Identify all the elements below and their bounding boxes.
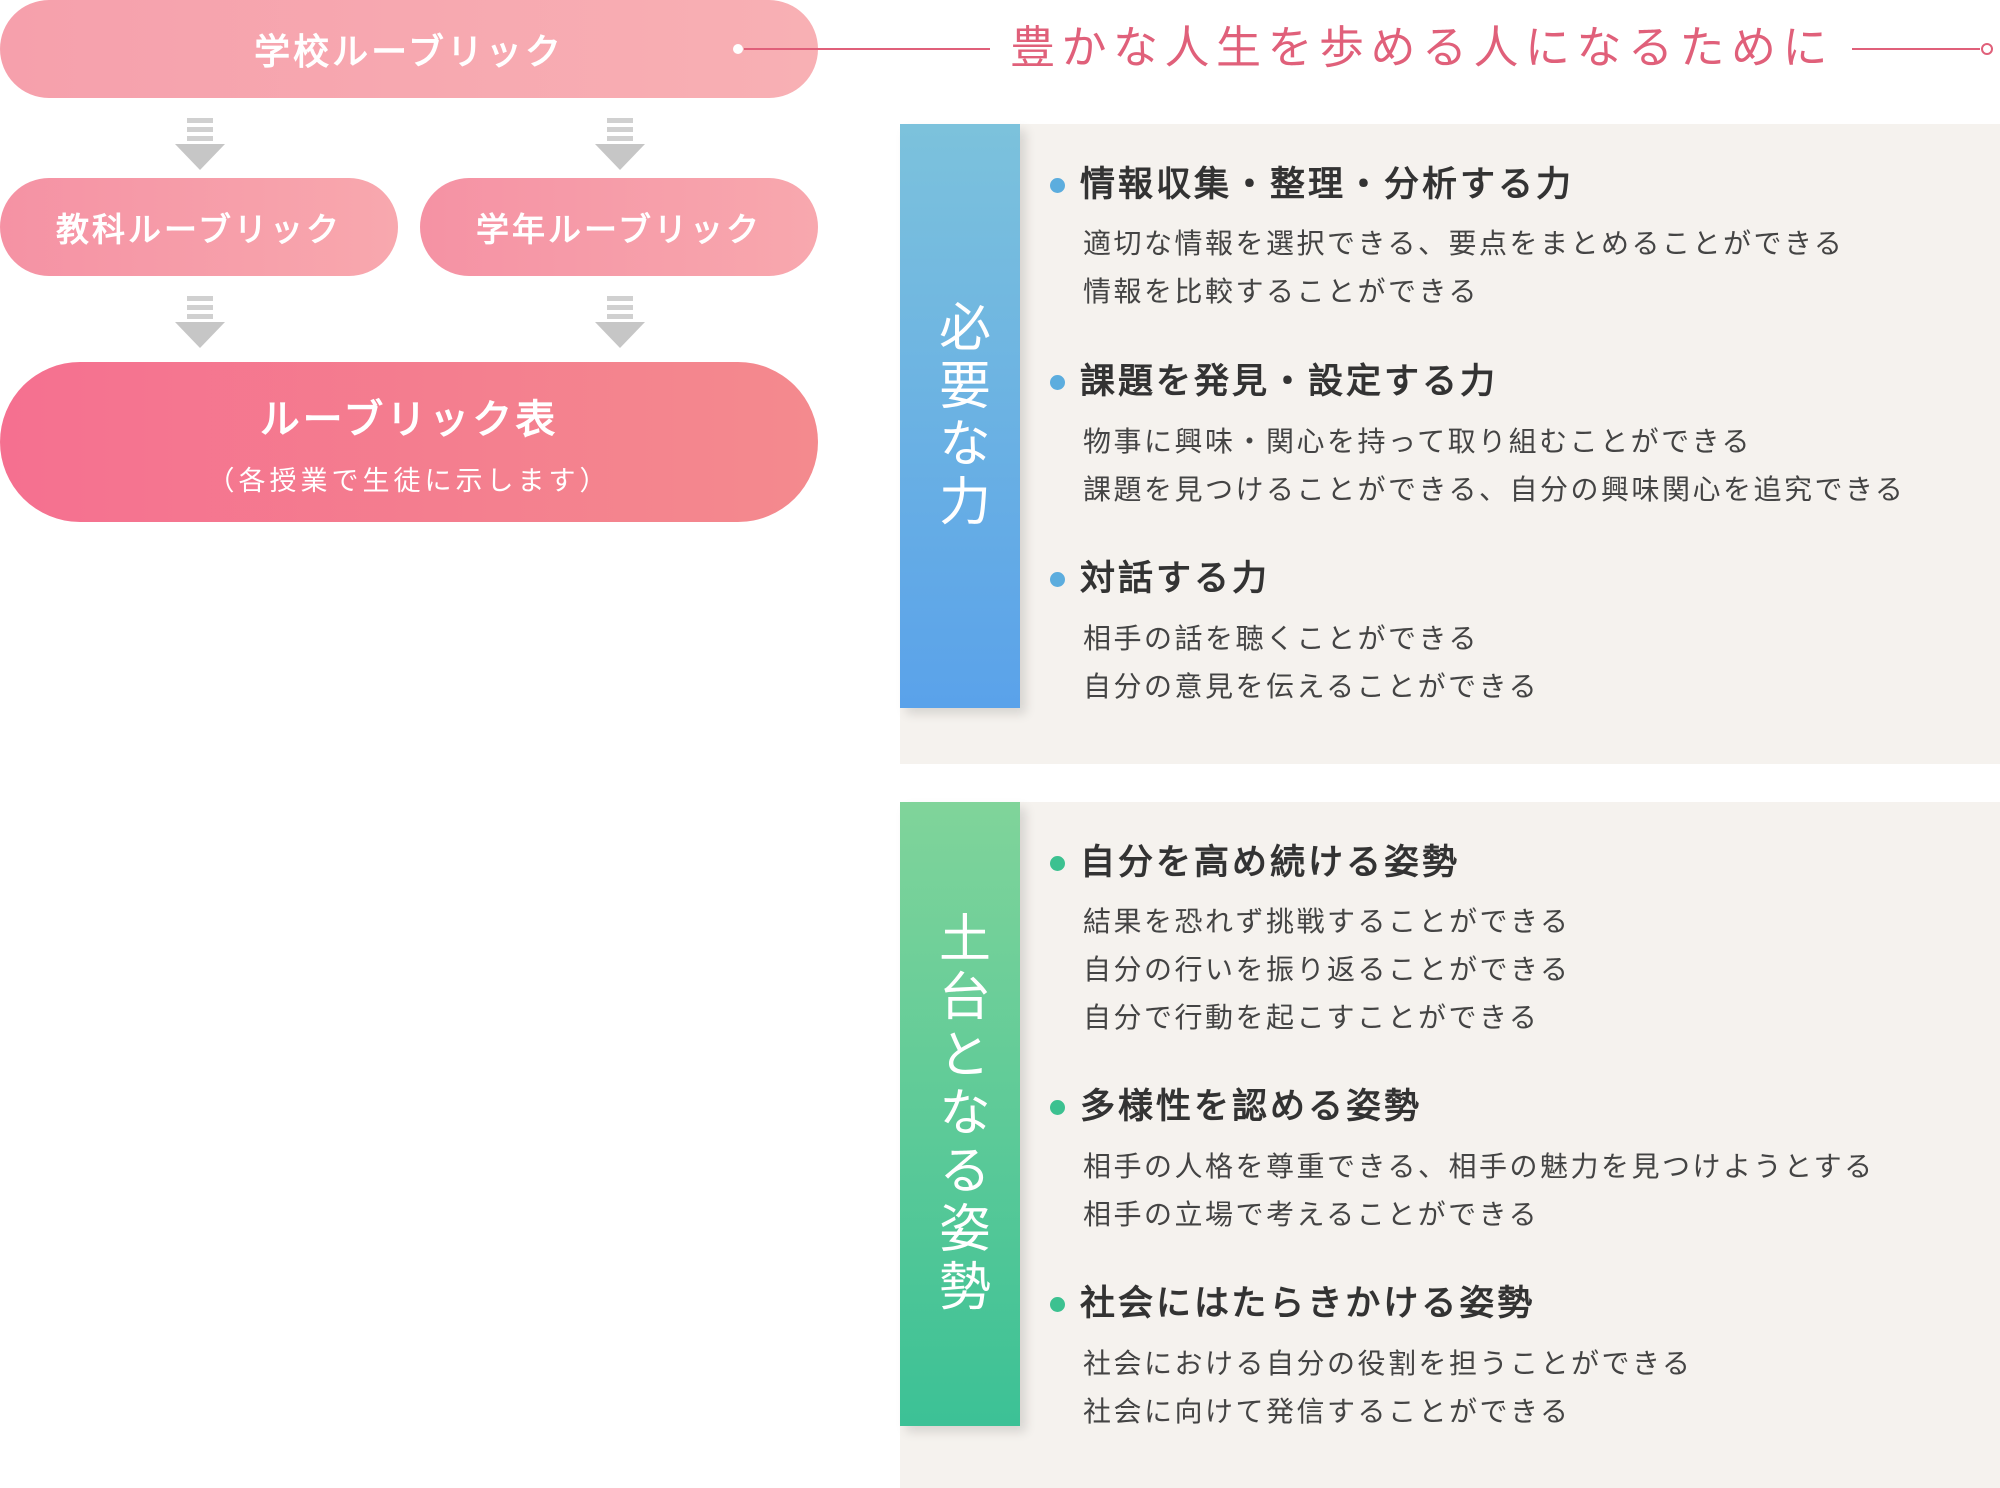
required-abilities-label: 必要な力	[900, 124, 1020, 708]
item-desc: 相手の人格を尊重できる、相手の魅力を見つけようとする	[1083, 1150, 1875, 1183]
bullet-icon	[1050, 1100, 1065, 1115]
rubric-table-label: ルーブリック表	[259, 396, 559, 443]
item-title: 情報収集・整理・分析する力	[1050, 163, 1575, 207]
item-title-text: 社会にはたらきかける姿勢	[1080, 1284, 1536, 1324]
school-rubric-box: 学校ルーブリック	[0, 0, 818, 98]
arrow-down-icon	[595, 118, 645, 170]
connector-end-dot-icon	[1981, 43, 1993, 55]
item-title: 課題を発見・設定する力	[1050, 360, 1499, 404]
connector-dot-icon	[733, 44, 743, 54]
bullet-icon	[1050, 1297, 1065, 1312]
item-title-text: 多様性を認める姿勢	[1080, 1087, 1423, 1127]
item-title-text: 自分を高め続ける姿勢	[1080, 843, 1461, 883]
item-desc: 相手の話を聴くことができる	[1083, 622, 1479, 655]
item-desc: 結果を恐れず挑戦することができる	[1083, 905, 1571, 938]
item-desc: 課題を見つけることができる、自分の興味関心を追究できる	[1083, 473, 1906, 506]
item-title-text: 課題を発見・設定する力	[1080, 362, 1499, 402]
item-title-text: 対話する力	[1080, 559, 1271, 599]
connector-line	[1852, 48, 1980, 50]
item-title: 多様性を認める姿勢	[1050, 1085, 1423, 1129]
item-title-text: 情報収集・整理・分析する力	[1080, 165, 1575, 205]
subject-rubric-label: 教科ルーブリック	[55, 210, 343, 249]
rubric-table-note: （各授業で生徒に示します）	[207, 465, 611, 497]
item-desc: 自分で行動を起こすことができる	[1083, 1001, 1540, 1034]
item-desc: 相手の立場で考えることができる	[1083, 1198, 1540, 1231]
bullet-icon	[1050, 178, 1065, 193]
bullet-icon	[1050, 856, 1065, 871]
item-desc: 適切な情報を選択できる、要点をまとめることができる	[1083, 227, 1845, 260]
school-rubric-label: 学校ルーブリック	[254, 32, 564, 73]
item-title: 対話する力	[1050, 557, 1271, 601]
subject-rubric-box: 教科ルーブリック	[0, 178, 398, 276]
arrow-down-icon	[595, 296, 645, 348]
foundational-attitudes-panel	[900, 802, 2000, 1488]
rubric-table-box: ルーブリック表 （各授業で生徒に示します）	[0, 362, 818, 522]
foundational-attitudes-label: 土台となる姿勢	[900, 802, 1020, 1426]
bullet-icon	[1050, 572, 1065, 587]
item-desc: 自分の意見を伝えることができる	[1083, 670, 1540, 703]
item-desc: 物事に興味・関心を持って取り組むことができる	[1083, 425, 1753, 458]
item-title: 自分を高め続ける姿勢	[1050, 841, 1461, 885]
item-desc: 社会に向けて発信することができる	[1083, 1395, 1571, 1428]
item-title: 社会にはたらきかける姿勢	[1050, 1282, 1536, 1326]
bullet-icon	[1050, 375, 1065, 390]
item-desc: 自分の行いを振り返ることができる	[1083, 953, 1571, 986]
item-desc: 情報を比較することができる	[1083, 275, 1479, 308]
grade-rubric-label: 学年ルーブリック	[475, 210, 763, 249]
connector-line	[744, 48, 990, 50]
item-desc: 社会における自分の役割を担うことができる	[1083, 1347, 1693, 1380]
grade-rubric-box: 学年ルーブリック	[420, 178, 818, 276]
arrow-down-icon	[175, 296, 225, 348]
required-abilities-panel	[900, 124, 2000, 764]
arrow-down-icon	[175, 118, 225, 170]
motto-heading: 豊かな人生を歩める人になるために	[1010, 21, 1835, 74]
